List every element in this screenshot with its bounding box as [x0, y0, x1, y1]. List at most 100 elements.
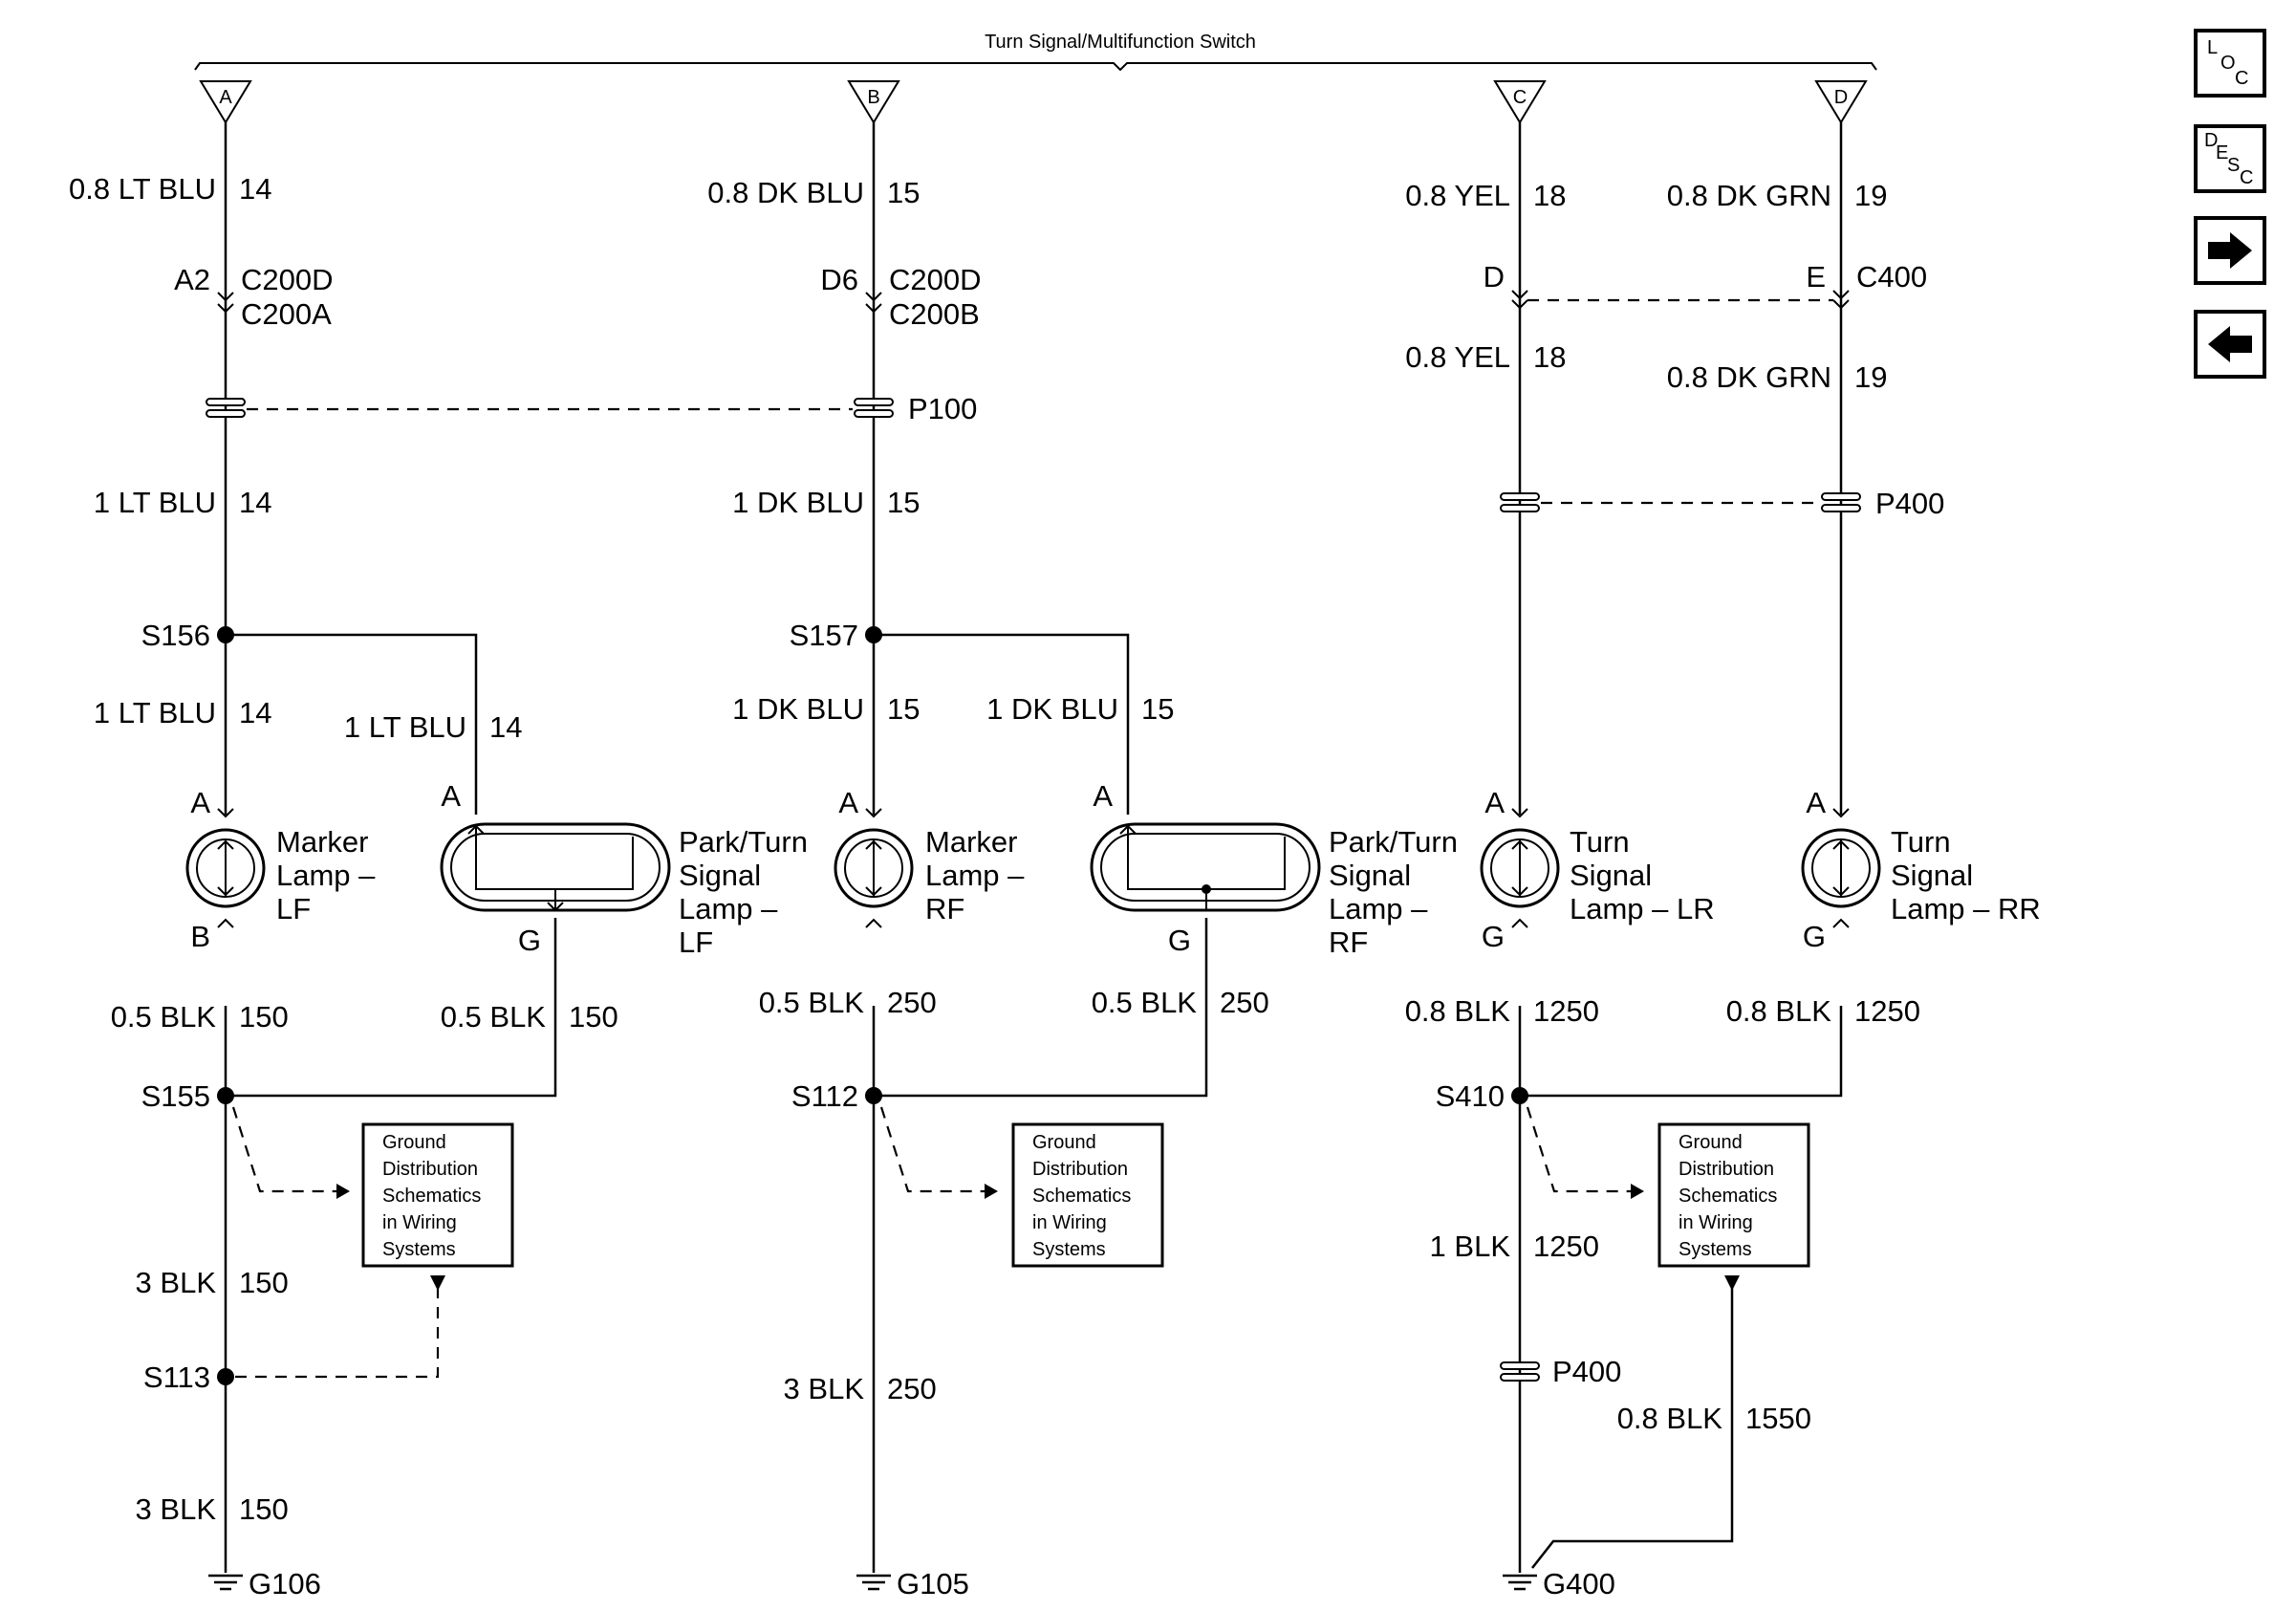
svg-text:D: D — [2204, 130, 2218, 151]
svg-text:C200B: C200B — [889, 297, 980, 331]
circuit-number: 19 — [1854, 179, 1887, 212]
pin-labels: A B A G A A G A G A G — [190, 779, 1826, 957]
circuit-number: 18 — [1533, 179, 1566, 212]
wire-color-label: 1 LT BLU — [344, 710, 466, 744]
svg-text:Signal: Signal — [1570, 859, 1652, 892]
circuit-number: 14 — [239, 486, 271, 519]
svg-text:RF: RF — [1329, 925, 1368, 959]
circuit-number: 150 — [239, 1492, 289, 1526]
svg-text:in Wiring: in Wiring — [1032, 1212, 1107, 1233]
svg-text:O: O — [2220, 53, 2236, 74]
wire-color-label: 0.5 BLK — [1092, 986, 1198, 1019]
svg-text:LF: LF — [276, 892, 311, 925]
wire-color-label: 0.8 BLK — [1617, 1402, 1723, 1435]
svg-text:S157: S157 — [790, 619, 858, 652]
turn-signal-lamp-rr — [1801, 808, 1881, 1006]
circuit-number: 15 — [1141, 692, 1174, 726]
svg-text:S155: S155 — [141, 1079, 210, 1113]
wire-color-label: 0.5 BLK — [441, 1000, 547, 1034]
circuit-number: 150 — [239, 1266, 289, 1299]
inline-connectors — [217, 290, 1850, 314]
circuit-number: 250 — [1220, 986, 1269, 1019]
svg-text:C200D: C200D — [241, 263, 334, 296]
ground-symbols — [208, 1574, 1537, 1591]
dashed-links — [231, 298, 1833, 1379]
ground-reference-box-1[interactable]: Ground Distribution Schematics in Wiring… — [361, 1122, 514, 1268]
ground-labels: G106 G105 G400 — [249, 1567, 1615, 1600]
svg-text:Schematics: Schematics — [382, 1186, 481, 1207]
wire-color-label: 0.8 BLK — [1405, 994, 1511, 1028]
svg-text:Ground: Ground — [1679, 1132, 1743, 1153]
switch-bracket: Turn Signal/Multifunction Switch — [194, 32, 1877, 72]
svg-text:A: A — [190, 786, 210, 819]
wire-color-label: 0.8 DK BLU — [707, 176, 864, 209]
circuit-number: 18 — [1533, 340, 1566, 374]
desc-button[interactable]: D E S C — [2194, 124, 2266, 193]
next-button[interactable] — [2194, 216, 2266, 285]
svg-text:Distribution: Distribution — [1032, 1159, 1128, 1180]
svg-text:E: E — [1806, 260, 1826, 294]
circuit-number: 1250 — [1854, 994, 1920, 1028]
svg-text:Marker: Marker — [925, 825, 1017, 859]
wire-color-label: 0.8 YEL — [1405, 340, 1510, 374]
wire-labels: 0.8 LT BLU 14 0.8 DK BLU 15 0.8 YEL 18 0… — [69, 172, 1920, 1526]
svg-text:S: S — [2227, 155, 2240, 176]
svg-text:B: B — [867, 87, 879, 108]
svg-text:B: B — [190, 920, 210, 953]
circuit-number: 19 — [1854, 360, 1887, 394]
svg-text:Signal: Signal — [679, 859, 761, 892]
svg-text:LF: LF — [679, 925, 713, 959]
svg-text:D6: D6 — [820, 263, 858, 296]
circuit-number: 14 — [239, 696, 271, 729]
svg-text:D: D — [1834, 87, 1848, 108]
splice-labels: S156 S157 S155 S112 S410 S113 — [141, 619, 1505, 1394]
svg-text:Signal: Signal — [1891, 859, 1973, 892]
wire-color-label: 1 LT BLU — [94, 696, 216, 729]
svg-text:Turn: Turn — [1570, 825, 1630, 859]
wire-color-label: 3 BLK — [136, 1266, 217, 1299]
circuit-number: 15 — [887, 486, 920, 519]
svg-text:Schematics: Schematics — [1679, 1186, 1777, 1207]
svg-text:Ground: Ground — [1032, 1132, 1096, 1153]
wire-color-label: 1 DK BLU — [732, 486, 864, 519]
svg-text:Systems: Systems — [382, 1239, 456, 1260]
svg-text:C200D: C200D — [889, 263, 982, 296]
circuit-number: 250 — [887, 986, 937, 1019]
svg-text:G: G — [1168, 924, 1191, 957]
svg-text:Lamp –: Lamp – — [1329, 892, 1428, 925]
wire-color-label: 0.8 BLK — [1726, 994, 1832, 1028]
ground-reference-box-2[interactable]: Ground Distribution Schematics in Wiring… — [1011, 1122, 1164, 1268]
svg-text:A: A — [1806, 786, 1826, 819]
wire-color-label: 1 DK BLU — [986, 692, 1118, 726]
switch-title: Turn Signal/Multifunction Switch — [985, 32, 1256, 53]
svg-text:Distribution: Distribution — [1679, 1159, 1774, 1180]
svg-text:C: C — [2235, 68, 2248, 89]
svg-text:Systems: Systems — [1032, 1239, 1106, 1260]
svg-text:Lamp – RR: Lamp – RR — [1891, 892, 2041, 925]
svg-text:Signal: Signal — [1329, 859, 1411, 892]
svg-text:P400: P400 — [1552, 1355, 1621, 1388]
svg-text:Marker: Marker — [276, 825, 368, 859]
svg-text:Systems: Systems — [1679, 1239, 1752, 1260]
p100-grommet-lf — [206, 398, 246, 418]
wire-color-label: 0.8 YEL — [1405, 179, 1510, 212]
park-turn-lamp-lf — [440, 822, 671, 912]
p400-grommet-rr — [1821, 492, 1861, 512]
svg-text:D: D — [1484, 260, 1505, 294]
wire-color-label: 1 BLK — [1430, 1230, 1511, 1263]
svg-text:in Wiring: in Wiring — [1679, 1212, 1753, 1233]
marker-lamp-rf — [834, 808, 914, 1006]
circuit-number: 15 — [887, 692, 920, 726]
grommets — [206, 398, 1861, 1382]
back-button[interactable] — [2194, 310, 2266, 379]
svg-text:E: E — [2216, 142, 2228, 163]
svg-text:C: C — [2240, 167, 2253, 188]
svg-text:Schematics: Schematics — [1032, 1186, 1131, 1207]
ground-reference-box-3[interactable]: Ground Distribution Schematics in Wiring… — [1657, 1122, 1810, 1268]
svg-text:A: A — [219, 87, 232, 108]
wire-color-label: 0.8 LT BLU — [69, 172, 216, 206]
loc-button[interactable]: L O C — [2194, 29, 2266, 98]
svg-text:in Wiring: in Wiring — [382, 1212, 457, 1233]
svg-text:A: A — [1093, 779, 1113, 813]
svg-text:S113: S113 — [143, 1361, 210, 1394]
